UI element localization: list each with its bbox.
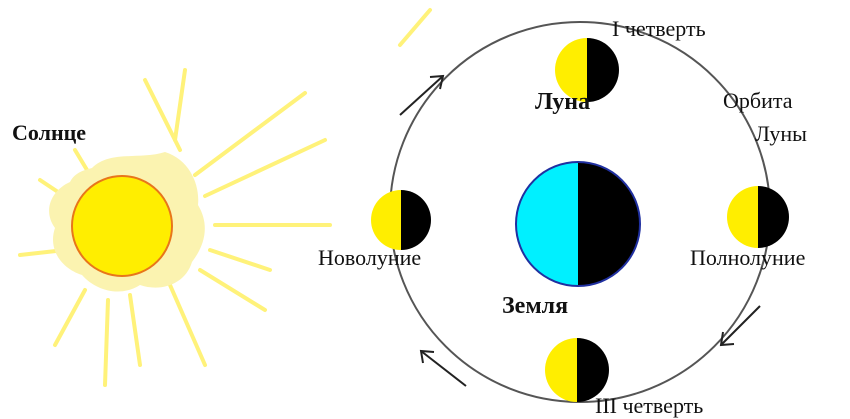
earth-label: Земля: [502, 294, 568, 318]
earth-dark-half: [578, 162, 640, 286]
sun: [72, 176, 172, 276]
arrow-icon: [400, 76, 443, 115]
moon-new-moon: [371, 190, 431, 250]
sun-label: Солнце: [12, 122, 86, 144]
sun-ray: [400, 10, 430, 45]
new-moon-label: Новолуние: [318, 247, 421, 269]
sun-ray: [200, 270, 265, 310]
moon-label: Луна: [535, 90, 590, 114]
orbit-label-line1: Орбита: [723, 90, 793, 112]
sun-ray: [210, 250, 270, 270]
moon-full-moon: [727, 186, 789, 248]
orbit-label-line2: Луны: [755, 123, 807, 145]
sun-ray: [130, 295, 140, 365]
earth-lit-half: [516, 162, 578, 286]
sun-ray: [105, 300, 108, 385]
sun-ray: [175, 70, 185, 140]
first-quarter-label: I четверть: [612, 18, 706, 40]
sun-ray: [55, 290, 85, 345]
full-moon-label: Полнолуние: [690, 247, 805, 269]
sun-ray: [170, 285, 205, 365]
sun-ray: [205, 140, 325, 196]
sun-ray: [195, 93, 305, 175]
third-quarter-label: III четверть: [595, 395, 703, 417]
earth: [516, 162, 640, 286]
arrow-icon: [421, 351, 466, 386]
